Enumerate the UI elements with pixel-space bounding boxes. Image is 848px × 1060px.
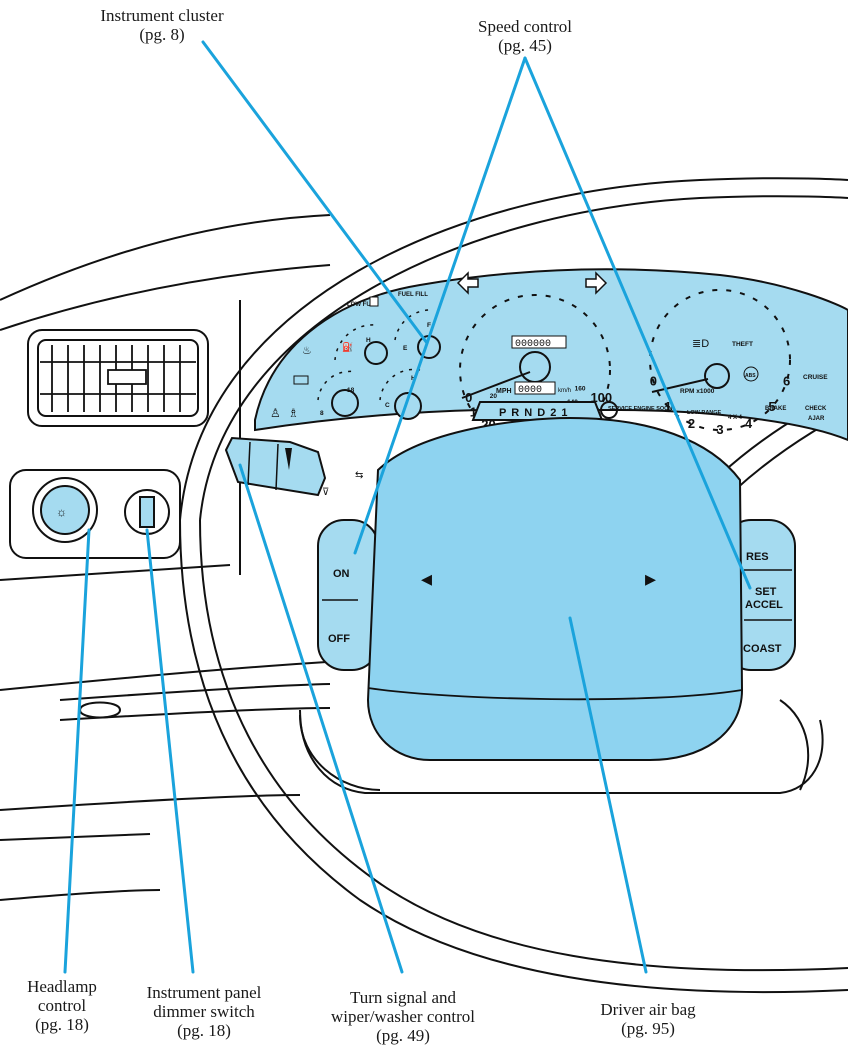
brake-label: BRAKE: [765, 406, 786, 412]
odometer: 000000: [515, 339, 551, 350]
service-engine-soon: SERVICE ENGINE SOON: [608, 406, 672, 412]
callout-title: Speed control: [430, 17, 620, 36]
trip-odometer: 0000: [518, 385, 542, 396]
oil-can-icon: ⛽: [342, 341, 353, 352]
headlamp-panel: [10, 470, 180, 558]
callout-title: Instrument cluster: [62, 6, 262, 25]
speed-on-button[interactable]: ON: [333, 568, 350, 580]
callout-page: (pg. 45): [430, 36, 620, 55]
kmh-label: km/h: [558, 388, 571, 394]
theft-indicator: THEFT: [732, 341, 753, 348]
callout-line1: Turn signal and: [292, 988, 514, 1007]
speed-off-button[interactable]: OFF: [328, 633, 350, 645]
rpm-unit: RPM x1000: [680, 388, 715, 395]
volt-high-label: 18: [347, 387, 355, 394]
tach-tick-label: 0: [650, 374, 657, 389]
fuel-pump-icon: [370, 297, 378, 306]
tach-tick-label: 3: [716, 422, 723, 437]
horn-left-icon: ◂: [421, 566, 432, 591]
turn-signal-icon: ⇆: [355, 470, 363, 481]
kmh-tick-label: 160: [575, 385, 586, 392]
airbag-warning-icon: ♗: [288, 406, 299, 420]
low-range-label: LOW RANGE: [687, 410, 722, 416]
callout-title: Driver air bag: [560, 1000, 736, 1019]
fuel-full-label: F: [427, 322, 431, 329]
speed-res-button[interactable]: RES: [746, 551, 769, 563]
callout-page: (pg. 8): [62, 25, 262, 44]
fuel-fill-label: FUEL FILL: [398, 292, 428, 298]
callout-page: (pg. 18): [10, 1015, 114, 1034]
callout-page: (pg. 95): [560, 1019, 736, 1038]
tach-tick-label: 2: [688, 416, 695, 431]
callout-dimmer-switch: Instrument panel dimmer switch (pg. 18): [118, 983, 290, 1040]
callout-page: (pg. 18): [118, 1021, 290, 1040]
speed-accel-button[interactable]: ACCEL: [745, 599, 783, 611]
callout-speed-control: Speed control (pg. 45): [430, 17, 620, 55]
callout-line1: Headlamp: [10, 977, 114, 996]
leader-dimmer-switch: [147, 530, 193, 972]
high-beam-icon: ≣D: [692, 338, 709, 350]
ajar-label: AJAR: [808, 416, 825, 422]
callout-turn-signal: Turn signal and wiper/washer control (pg…: [292, 988, 514, 1045]
mph-label: MPH: [496, 388, 512, 395]
leader-headlamp: [65, 530, 89, 972]
tach-tick-label: 4: [745, 416, 753, 431]
callout-headlamp-control: Headlamp control (pg. 18): [10, 977, 114, 1034]
seatbelt-icon: ♙: [270, 406, 281, 420]
callout-line2: control: [10, 996, 114, 1015]
coolant-icon: ♨: [302, 345, 312, 357]
fuel-empty-label: E: [403, 345, 408, 352]
callout-line1: Instrument panel: [118, 983, 290, 1002]
abs-indicator: ABS: [745, 373, 756, 379]
callout-line2: dimmer switch: [118, 1002, 290, 1021]
callout-line2: wiper/washer control: [292, 1007, 514, 1026]
speed-coast-button[interactable]: COAST: [743, 643, 782, 655]
airbag-hub: ◂ ▸: [318, 418, 795, 760]
check-label: CHECK: [805, 406, 827, 412]
callout-page: (pg. 49): [292, 1026, 514, 1045]
cruise-indicator: CRUISE: [803, 374, 828, 381]
four-x-four-label: 4 X 4: [728, 415, 743, 421]
svg-text:☼: ☼: [56, 505, 67, 519]
temp-cold-label: C: [385, 402, 390, 409]
callout-driver-air-bag: Driver air bag (pg. 95): [560, 1000, 736, 1038]
mph-tick-label: 0: [465, 390, 472, 405]
callout-instrument-cluster: Instrument cluster (pg. 8): [62, 6, 262, 44]
headlamp-knob-icon[interactable]: ☼: [56, 505, 67, 519]
wiper-icon: ⊽: [322, 487, 329, 498]
volt-low-label: 8: [320, 410, 324, 417]
tach-tick-label: 6: [783, 374, 790, 389]
horn-right-icon: ▸: [645, 566, 656, 591]
speed-set-button[interactable]: SET: [755, 586, 777, 598]
air-vent: [28, 330, 208, 426]
oil-high-label: H: [366, 337, 371, 344]
